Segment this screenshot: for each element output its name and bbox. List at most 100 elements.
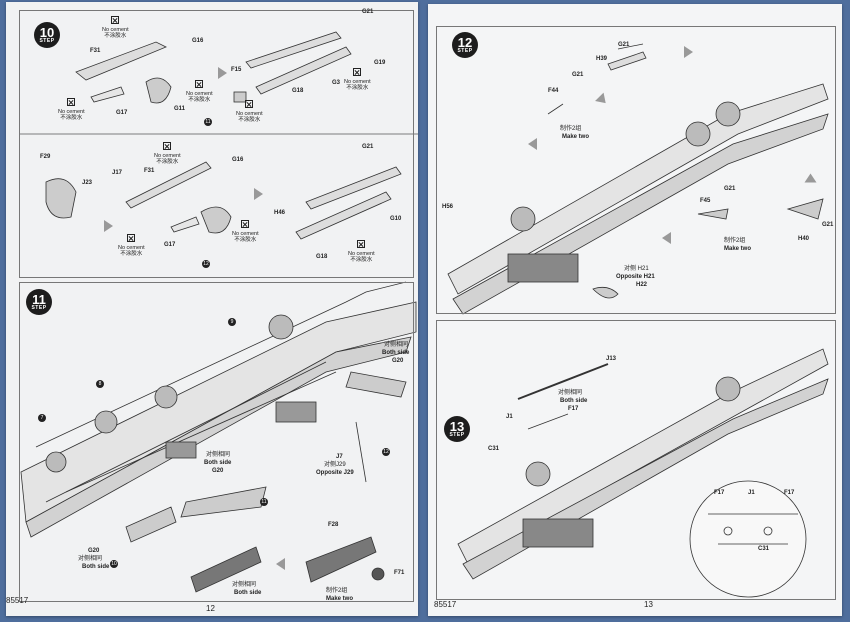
no-cement-text: No cement: [118, 244, 145, 251]
no-cement-cn: 不涂胶水: [104, 33, 127, 39]
no-cement-note: No cement 不涂胶水: [348, 240, 375, 264]
no-cement-x-icon: [241, 220, 250, 228]
make-two-text: Make two: [326, 596, 354, 602]
page-code: 85517: [434, 600, 457, 609]
no-cement-note: No cement 不涂胶水: [232, 220, 259, 244]
callout-marker: 7: [38, 414, 46, 422]
part-label: C31: [758, 546, 770, 552]
part-label: G10: [390, 216, 402, 222]
no-cement-x-icon: [163, 142, 172, 150]
part-label: F17: [714, 490, 725, 496]
opposite-text: Opposite J29: [316, 470, 354, 476]
part-label: C31: [488, 446, 500, 452]
step-12-number: 12: [457, 34, 473, 50]
make-two-cn: 制作2组: [326, 588, 348, 594]
part-label: H22: [636, 282, 648, 288]
flow-arrow-icon: [662, 232, 671, 244]
no-cement-x-icon: [353, 68, 362, 76]
part-label: G18: [316, 254, 328, 260]
part-label: G21: [362, 144, 374, 150]
part-label: H56: [442, 204, 454, 210]
flow-arrow-icon: [276, 558, 285, 570]
part-label: F29: [40, 154, 51, 160]
make-two-cn: 制作2组: [724, 238, 746, 244]
no-cement-note: No cement 不涂胶水: [236, 100, 263, 124]
step-10-badge: 10 STEP: [34, 22, 60, 48]
no-cement-x-icon: [127, 234, 136, 242]
both-side-text: Both side: [382, 350, 410, 356]
no-cement-text: No cement: [58, 108, 85, 115]
callout-marker: 12: [382, 448, 390, 456]
no-cement-cn: 不涂胶水: [234, 237, 257, 243]
no-cement-cn: 不涂胶水: [350, 257, 373, 263]
part-label: F17: [568, 406, 579, 412]
no-cement-cn: 不涂胶水: [346, 85, 369, 91]
step-12-word: STEP: [457, 47, 473, 54]
no-cement-note: No cement 不涂胶水: [102, 16, 129, 40]
callout-marker: 9: [228, 318, 236, 326]
both-side-cn: 对侧相同: [558, 390, 583, 396]
part-label: G21: [822, 222, 834, 228]
step-13-panel: [436, 320, 836, 600]
opposite-cn: 对侧 H21: [624, 266, 649, 272]
page-code: 85517: [6, 596, 29, 605]
both-side-text: Both side: [82, 564, 110, 570]
part-label: G18: [292, 88, 304, 94]
opposite-cn: 对侧J29: [324, 462, 346, 468]
flow-arrow-icon: [804, 173, 817, 183]
no-cement-note: No cement 不涂胶水: [154, 142, 181, 166]
no-cement-x-icon: [67, 98, 76, 106]
both-side-text: Both side: [560, 398, 588, 404]
part-label: G19: [374, 60, 386, 66]
make-two-text: Make two: [562, 134, 590, 140]
part-label: G20: [88, 548, 100, 554]
no-cement-note: No cement 不涂胶水: [118, 234, 145, 258]
no-cement-note: No cement 不涂胶水: [344, 68, 371, 92]
part-label: G16: [192, 38, 204, 44]
part-label: J1: [506, 414, 513, 420]
both-side-text: Both side: [204, 460, 232, 466]
left-page: 10 STEP F31 G16 G17 G11 F15 G21 G3 G19 G…: [6, 2, 418, 616]
part-label: F28: [328, 522, 339, 528]
part-label: G3: [332, 80, 341, 86]
callout-marker: 12: [202, 260, 210, 268]
make-two-cn: 制作2组: [560, 126, 582, 132]
part-label: G21: [362, 9, 374, 15]
callout-marker: 11: [260, 498, 268, 506]
step-12-badge: 12 STEP: [452, 32, 478, 58]
part-label: H39: [596, 56, 608, 62]
no-cement-text: No cement: [186, 90, 213, 97]
part-label: G21: [724, 186, 736, 192]
part-label: F31: [90, 48, 101, 54]
no-cement-text: No cement: [232, 230, 259, 237]
step-11-badge: 11 STEP: [26, 289, 52, 315]
part-label: J13: [606, 356, 617, 362]
part-label: F71: [394, 570, 405, 576]
callout-marker: 8: [96, 380, 104, 388]
flow-arrow-icon: [254, 188, 263, 200]
step-12-panel: [436, 26, 836, 314]
make-two-text: Make two: [724, 246, 752, 252]
part-label: J17: [112, 170, 123, 176]
both-side-cn: 对侧相同: [206, 452, 231, 458]
part-label: G16: [232, 157, 244, 163]
no-cement-cn: 不涂胶水: [188, 97, 211, 103]
part-label: J7: [336, 454, 343, 460]
step-11-panel: [19, 282, 414, 602]
part-label: H40: [798, 236, 810, 242]
no-cement-cn: 不涂胶水: [238, 117, 261, 123]
part-label: G21: [618, 42, 630, 48]
flow-arrow-icon: [684, 46, 693, 58]
part-label: G11: [174, 106, 186, 112]
flow-arrow-icon: [528, 138, 537, 150]
step-11-number: 11: [32, 291, 46, 307]
no-cement-text: No cement: [236, 110, 263, 117]
opposite-text: Opposite H21: [616, 274, 655, 280]
step-10-number: 10: [39, 24, 55, 40]
step-13-word: STEP: [449, 431, 465, 438]
part-label: F31: [144, 168, 155, 174]
part-label: F44: [548, 88, 559, 94]
part-label: F15: [231, 67, 242, 73]
part-label: F45: [700, 198, 711, 204]
part-label: G17: [116, 110, 128, 116]
